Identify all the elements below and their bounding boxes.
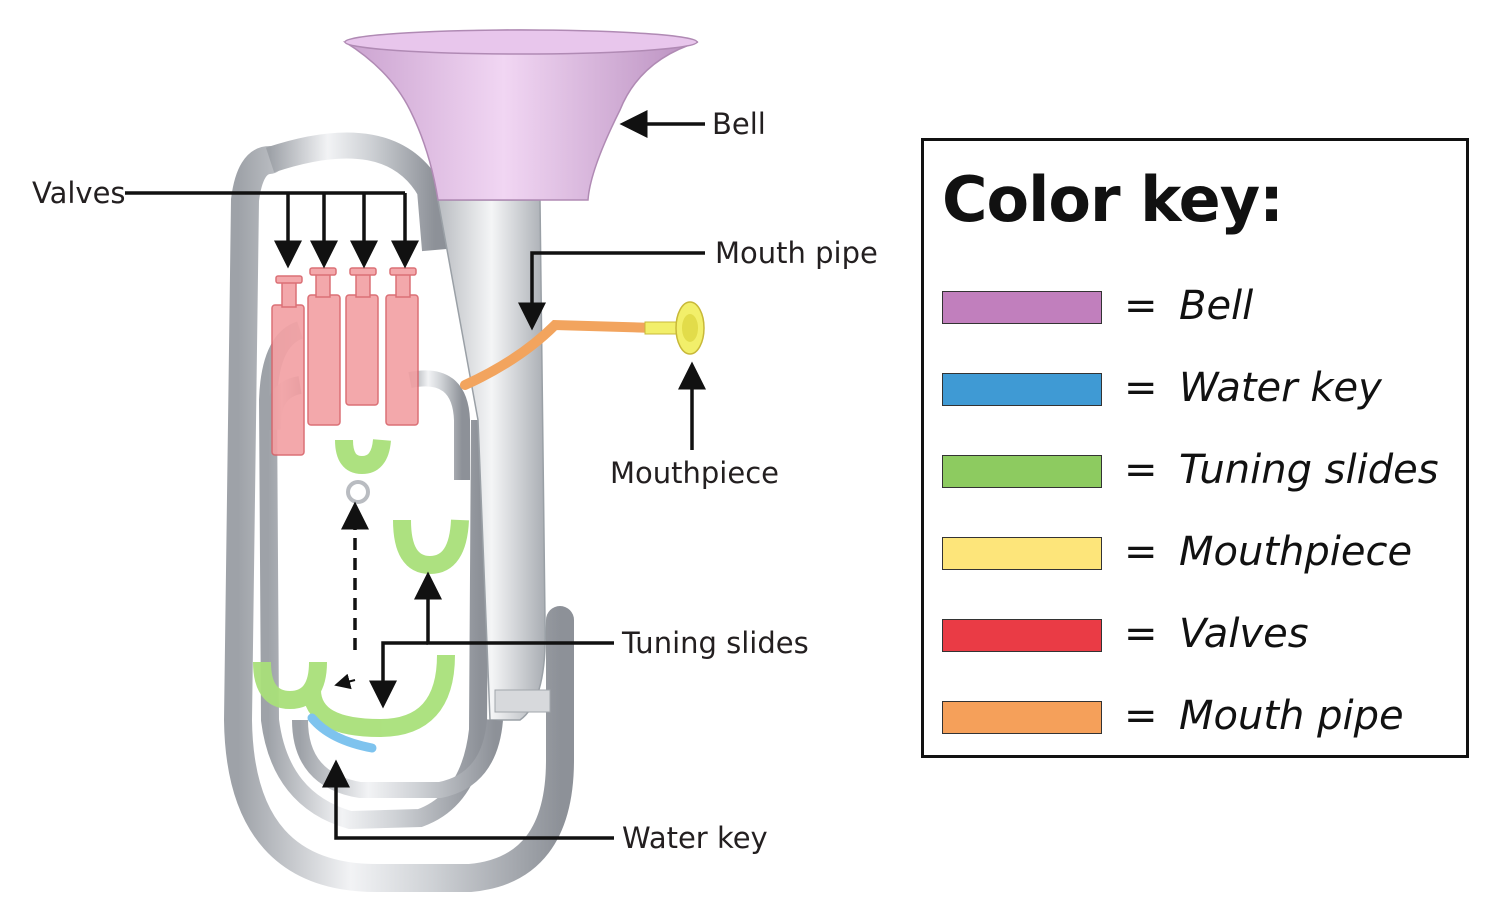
legend-swatch-mouth-pipe <box>942 701 1102 734</box>
legend-item-valves: = Valves <box>942 611 1462 657</box>
legend-item-mouth-pipe: = Mouth pipe <box>942 693 1462 739</box>
legend-item-mouthpiece: = Mouthpiece <box>942 529 1462 575</box>
legend-label-tuning-slides: Tuning slides <box>1179 447 1439 493</box>
legend-swatch-tuning-slides <box>942 455 1102 488</box>
annotation-arrows <box>125 110 706 840</box>
valve-block <box>271 267 419 456</box>
legend-equals: = <box>1124 447 1158 493</box>
legend-swatch-mouthpiece <box>942 537 1102 570</box>
legend-item-tuning-slides: = Tuning slides <box>942 447 1462 493</box>
label-tuning-slides: Tuning slides <box>621 626 809 660</box>
legend-item-water-key: = Water key <box>942 365 1462 411</box>
legend-equals: = <box>1124 693 1158 739</box>
legend-item-bell: = Bell <box>942 283 1462 329</box>
legend-swatch-valves <box>942 619 1102 652</box>
tuning-slides-shapes <box>253 438 469 738</box>
legend-title: Color key: <box>942 163 1284 236</box>
legend-equals: = <box>1124 611 1158 657</box>
label-mouthpiece: Mouthpiece <box>610 456 779 490</box>
water-key-shape <box>307 713 377 753</box>
legend-label-bell: Bell <box>1179 283 1254 329</box>
label-water-key: Water key <box>622 821 768 855</box>
legend-swatch-bell <box>942 291 1102 324</box>
mouth-pipe-shape <box>460 319 660 390</box>
bell-rim <box>344 29 698 55</box>
valve-port-ring <box>346 480 370 504</box>
color-key-legend: Color key: = Bell = Water key = Tuning s… <box>921 138 1469 758</box>
legend-label-mouthpiece: Mouthpiece <box>1179 529 1413 575</box>
legend-equals: = <box>1124 529 1158 575</box>
legend-equals: = <box>1124 365 1158 411</box>
label-valves: Valves <box>32 176 126 210</box>
legend-equals: = <box>1124 283 1158 329</box>
label-mouth-pipe: Mouth pipe <box>715 236 878 270</box>
label-bell: Bell <box>712 107 766 141</box>
legend-label-water-key: Water key <box>1179 365 1382 411</box>
mouthpiece-shape <box>644 301 705 355</box>
legend-label-valves: Valves <box>1179 611 1309 657</box>
legend-swatch-water-key <box>942 373 1102 406</box>
bell-shape <box>342 29 699 201</box>
legend-label-mouth-pipe: Mouth pipe <box>1179 693 1404 739</box>
